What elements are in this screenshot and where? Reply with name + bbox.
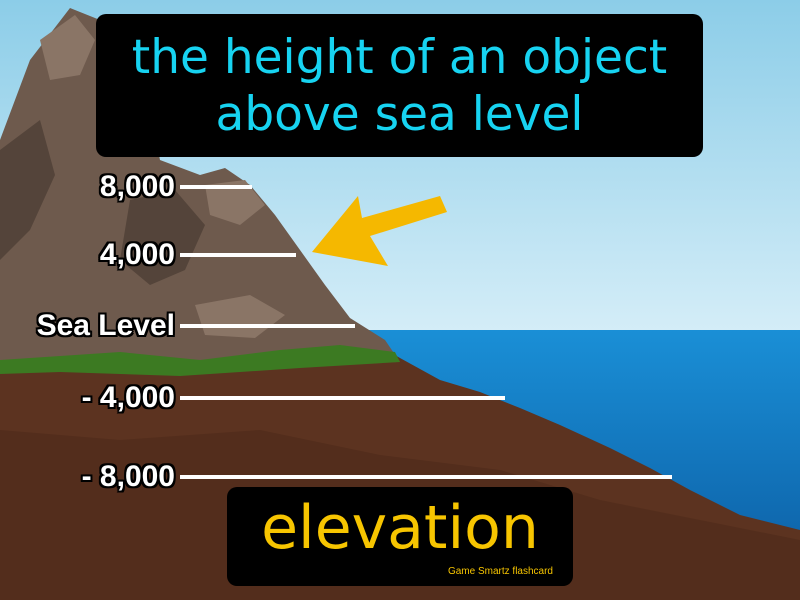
level-label-sea-level: Sea Level: [36, 309, 175, 342]
definition-box: the height of an object above sea level: [96, 14, 703, 157]
mountain-highlight-3: [40, 15, 95, 80]
level-label-plus-4000: 4,000: [99, 238, 175, 271]
definition-text: the height of an object above sea level: [131, 29, 668, 142]
pointer-arrow: [312, 196, 447, 266]
term-box: elevation Game Smartz flashcard: [227, 487, 573, 586]
level-label-plus-8000: 8,000: [99, 170, 175, 203]
credit-text: Game Smartz flashcard: [447, 566, 553, 577]
mountain-shadow-2: [120, 190, 205, 285]
level-label-minus-4000: - 4,000: [81, 381, 175, 414]
grass: [0, 345, 400, 376]
term-text: elevation: [261, 493, 539, 563]
mountain-shadow: [0, 120, 55, 260]
level-label-minus-8000: - 8,000: [81, 460, 175, 493]
mountain-highlight: [205, 180, 265, 225]
level-lines: [180, 185, 672, 479]
